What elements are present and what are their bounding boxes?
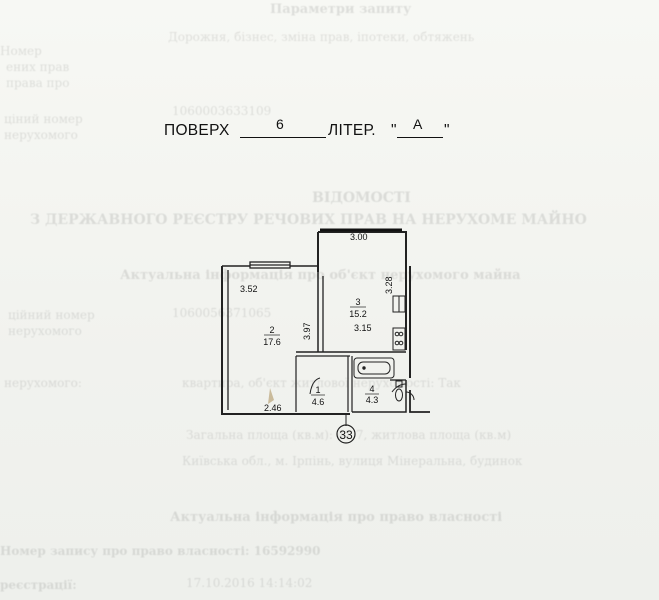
liter-quote-close: " [444,122,450,139]
room-2-area: 17.6 [263,337,281,347]
bleed-text: реєстрації: [0,578,77,592]
bleed-text: ВІДОМОСТІ [312,190,411,206]
room-4-number: 4 [369,384,374,394]
room-4-area: 4.3 [366,395,379,405]
liter-underline [397,122,443,138]
axis-marker-label: 33 [339,428,353,442]
room-1-number: 1 [315,385,320,395]
bleed-text: ціний номер [4,112,83,126]
bleed-text: Параметри запиту [270,2,412,17]
bleed-text: права про [6,76,70,90]
dim-397: 3.97 [302,322,312,340]
bleed-text: ційний номер [8,308,95,322]
dim-328: 3.28 [384,276,394,294]
liter-quote-open: " [391,122,397,139]
liter-label: ЛІТЕР. [328,122,376,139]
dim-315: 3.15 [354,323,372,333]
floor-underline [240,122,326,138]
bleed-text: Номер [0,44,42,58]
bleed-text: Актуальна інформація про об'єкт нерухомо… [120,268,521,283]
bleed-text: ених прав [6,60,70,74]
bleed-text: З ДЕРЖАВНОГО РЕЄСТРУ РЕЧОВИХ ПРАВ НА НЕР… [30,212,587,228]
dim-top: 3.00 [350,232,368,242]
bleed-text: нерухомого [8,324,82,338]
bleed-text: Загальна площа (кв.м): 41.7, житлова пло… [186,428,512,442]
bleed-text: нерухомого [4,128,78,142]
axis-marker-circle [336,424,356,444]
floor-label: ПОВЕРХ [164,122,230,139]
bleed-text: Київська обл., м. Ірпінь, вулиця Мінерал… [182,454,523,468]
dim-246: 2.46 [264,403,282,413]
bleed-text: Дорожня, бізнес, зміна прав, іпотеки, об… [168,30,475,44]
bleed-text: нерухомого: [4,376,82,390]
dim-352: 3.52 [240,284,258,294]
bleed-text: Номер запису про право власності: 165929… [0,544,321,558]
floor-value: 6 [276,116,285,132]
room-1-area: 4.6 [312,397,325,407]
room-2-number: 2 [269,325,274,335]
room-3-number: 3 [355,297,360,307]
liter-value: А [413,116,423,132]
bleed-text: 17.10.2016 14:14:02 [186,576,313,590]
room-3-area: 15.2 [349,309,367,319]
stain-mark [268,388,274,404]
bleed-text: 1060003633109 [172,104,272,118]
bleed-text: Актуальна інформація про право власності [170,510,503,525]
